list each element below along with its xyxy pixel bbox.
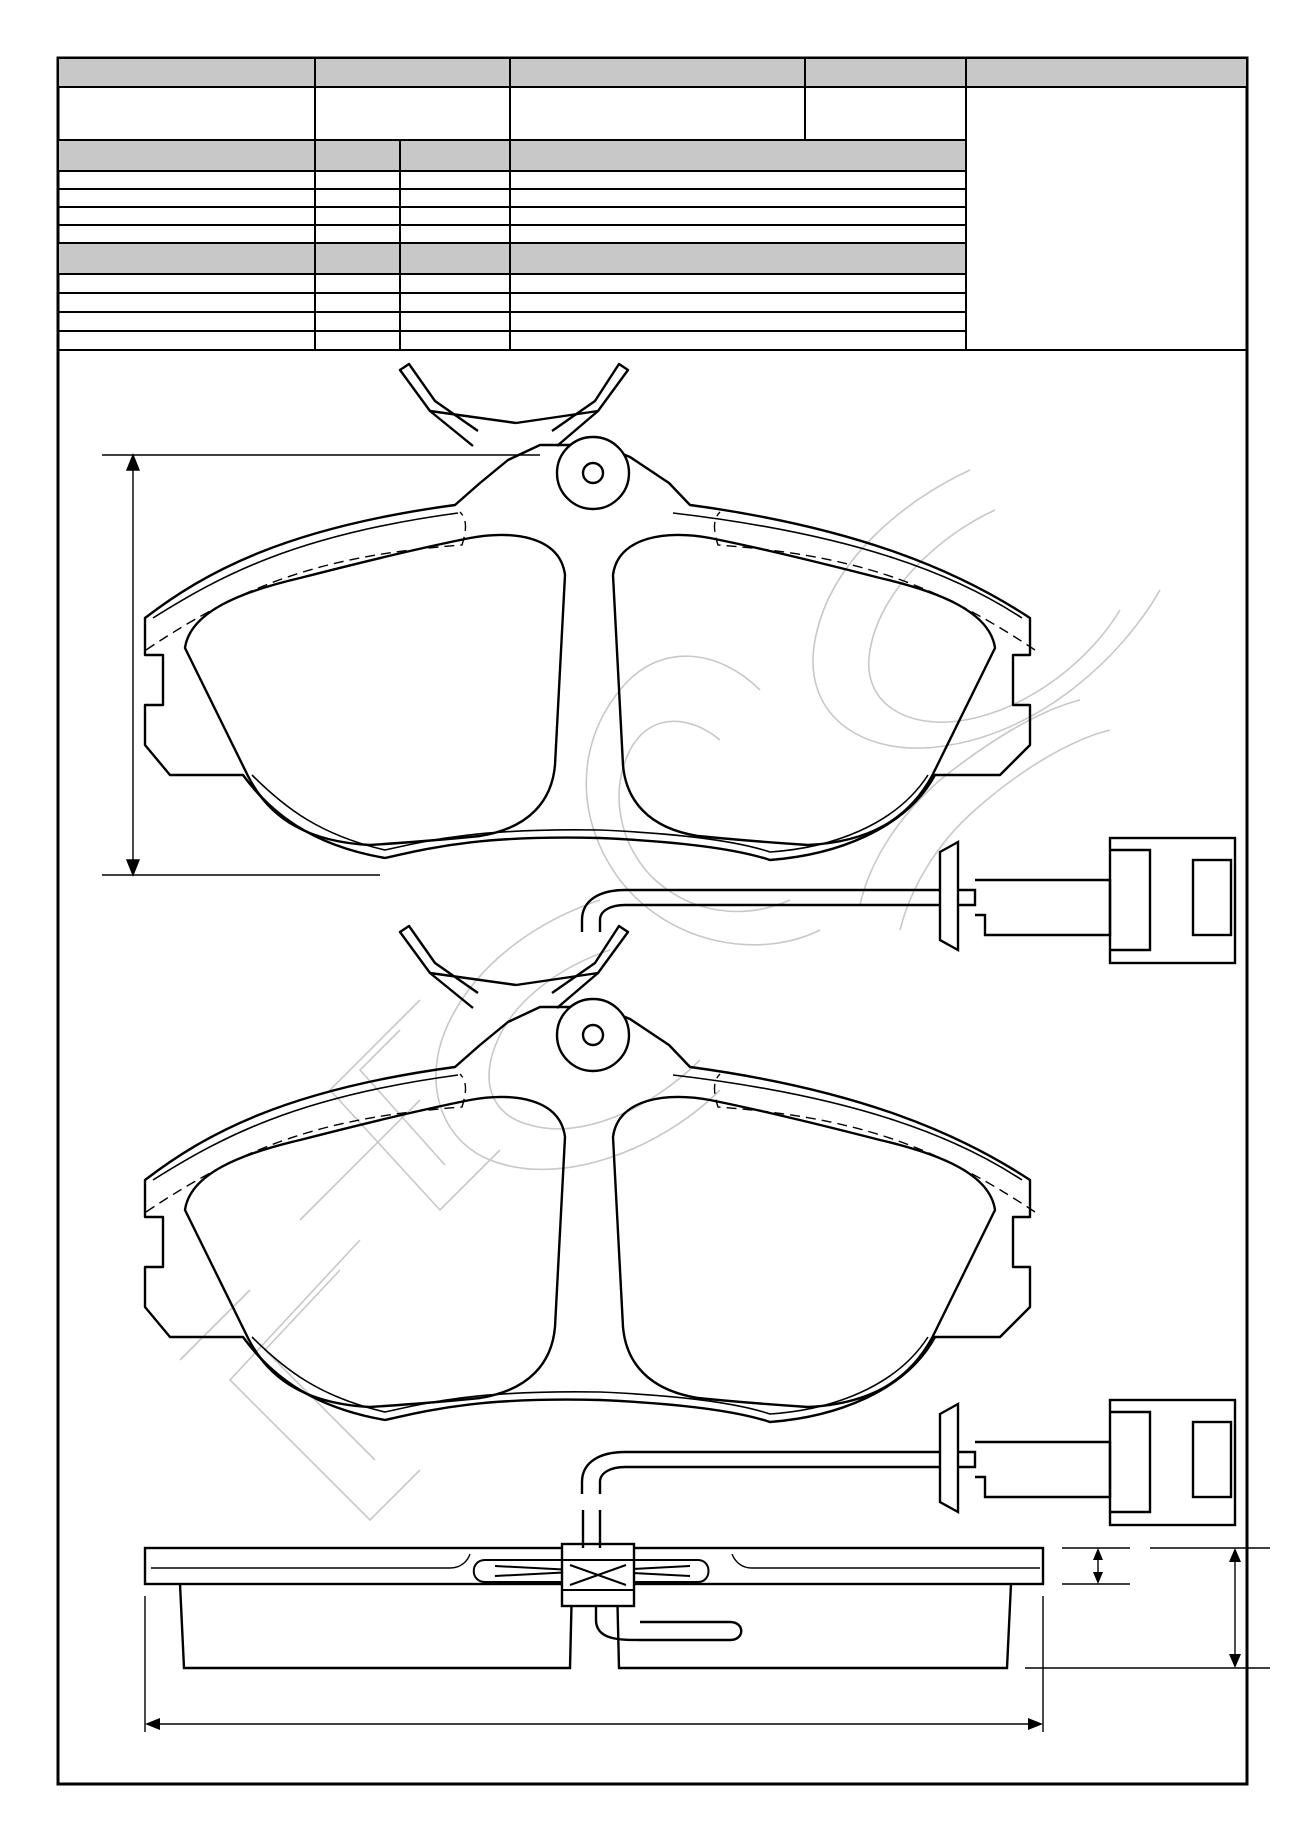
- title-block-table: [57, 57, 1248, 351]
- table-header-row: [57, 57, 1248, 88]
- sheet-frame: [56, 56, 1249, 1786]
- front-pad-top-view: [143, 362, 1237, 965]
- watermark-logo: [179, 469, 1161, 1522]
- side-profile-view: [143, 1510, 1270, 1732]
- table-section-row-2: [57, 242, 967, 275]
- height-dimension: [102, 453, 540, 877]
- rear-pad-top-view: [143, 924, 1237, 1527]
- table-section-row-1: [57, 139, 967, 172]
